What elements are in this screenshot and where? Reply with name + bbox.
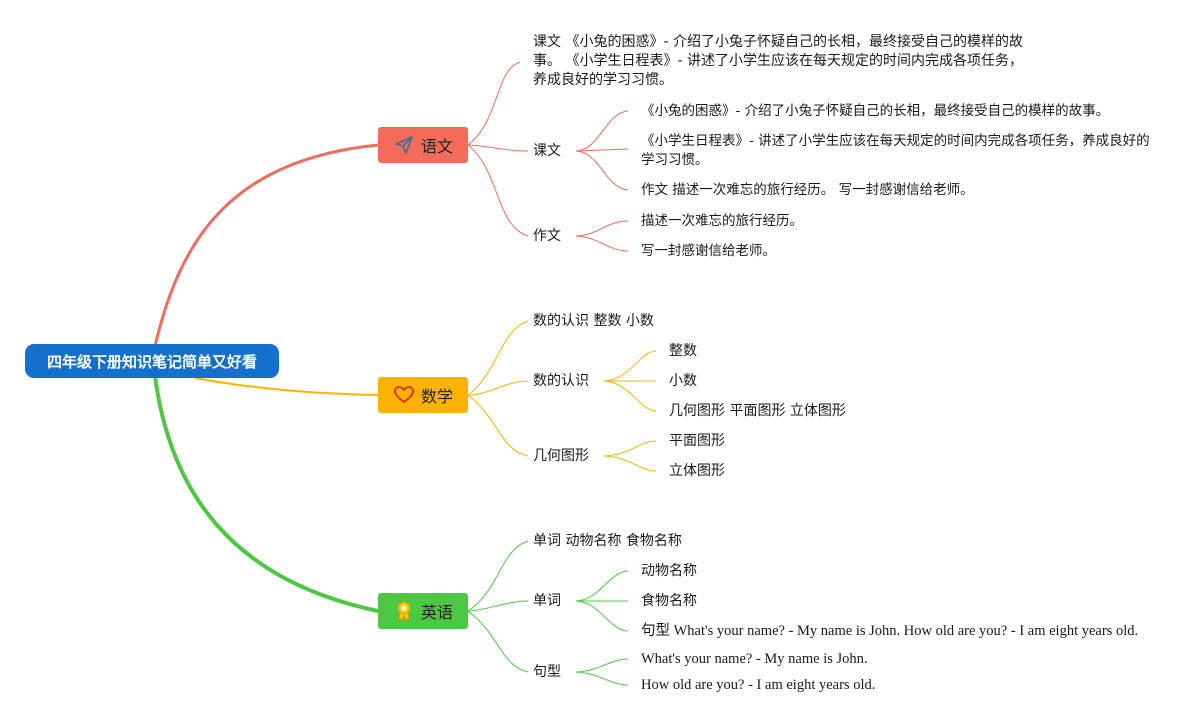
- english-words-item[interactable]: 句型 What's your name? - My name is John. …: [641, 623, 1139, 639]
- chinese-summary[interactable]: 课文 《小兔的困惑》- 介绍了小兔子怀疑自己的长相，最终接受自己的模样的故事。 …: [533, 34, 1023, 88]
- branch-math[interactable]: 数学: [378, 377, 468, 413]
- english-words-item[interactable]: 食物名称: [641, 593, 697, 609]
- branch-chinese[interactable]: 语文: [378, 127, 468, 163]
- chinese-lesson-item[interactable]: 《小兔的困惑》- 介绍了小兔子怀疑自己的长相，最终接受自己的模样的故事。: [641, 103, 1110, 119]
- branch-english-label: 英语: [420, 603, 453, 622]
- math-numbers-item[interactable]: 整数: [669, 343, 697, 359]
- paper-plane-icon: [393, 134, 415, 156]
- root-topic-label: 四年级下册知识笔记简单又好看: [46, 352, 257, 371]
- heart-icon: [393, 384, 415, 406]
- english-summary[interactable]: 单词 动物名称 食物名称: [533, 533, 682, 549]
- chinese-essay-item[interactable]: 描述一次难忘的旅行经历。: [641, 213, 803, 229]
- math-geometry-item[interactable]: 立体图形: [669, 463, 725, 479]
- root-topic[interactable]: 四年级下册知识笔记简单又好看: [25, 344, 279, 378]
- math-geometry-item[interactable]: 平面图形: [669, 433, 725, 449]
- chinese-essay[interactable]: 作文: [533, 228, 561, 244]
- math-geometry[interactable]: 几何图形: [533, 448, 589, 464]
- english-sentences[interactable]: 句型: [533, 664, 561, 680]
- english-sentences-item[interactable]: How old are you? - I am eight years old.: [641, 677, 876, 693]
- branch-chinese-label: 语文: [420, 137, 453, 156]
- english-words-item[interactable]: 动物名称: [641, 563, 697, 579]
- branch-math-label: 数学: [420, 387, 453, 406]
- english-sentences-item[interactable]: What's your name? - My name is John.: [641, 651, 868, 667]
- math-numbers-item[interactable]: 小数: [669, 373, 697, 389]
- math-summary[interactable]: 数的认识 整数 小数: [533, 313, 654, 329]
- chinese-lesson-item[interactable]: 作文 描述一次难忘的旅行经历。 写一封感谢信给老师。: [641, 182, 974, 198]
- chinese-lesson-item[interactable]: 《小学生日程表》- 讲述了小学生应该在每天规定的时间内完成各项任务，养成良好的学…: [641, 133, 1150, 168]
- award-ribbon-icon: [393, 600, 415, 622]
- branch-english[interactable]: 英语: [378, 593, 468, 629]
- chinese-lesson[interactable]: 课文: [533, 143, 561, 159]
- chinese-essay-item[interactable]: 写一封感谢信给老师。: [641, 243, 776, 259]
- english-words[interactable]: 单词: [533, 593, 561, 609]
- math-numbers[interactable]: 数的认识: [533, 373, 589, 389]
- math-numbers-item[interactable]: 几何图形 平面图形 立体图形: [669, 403, 846, 419]
